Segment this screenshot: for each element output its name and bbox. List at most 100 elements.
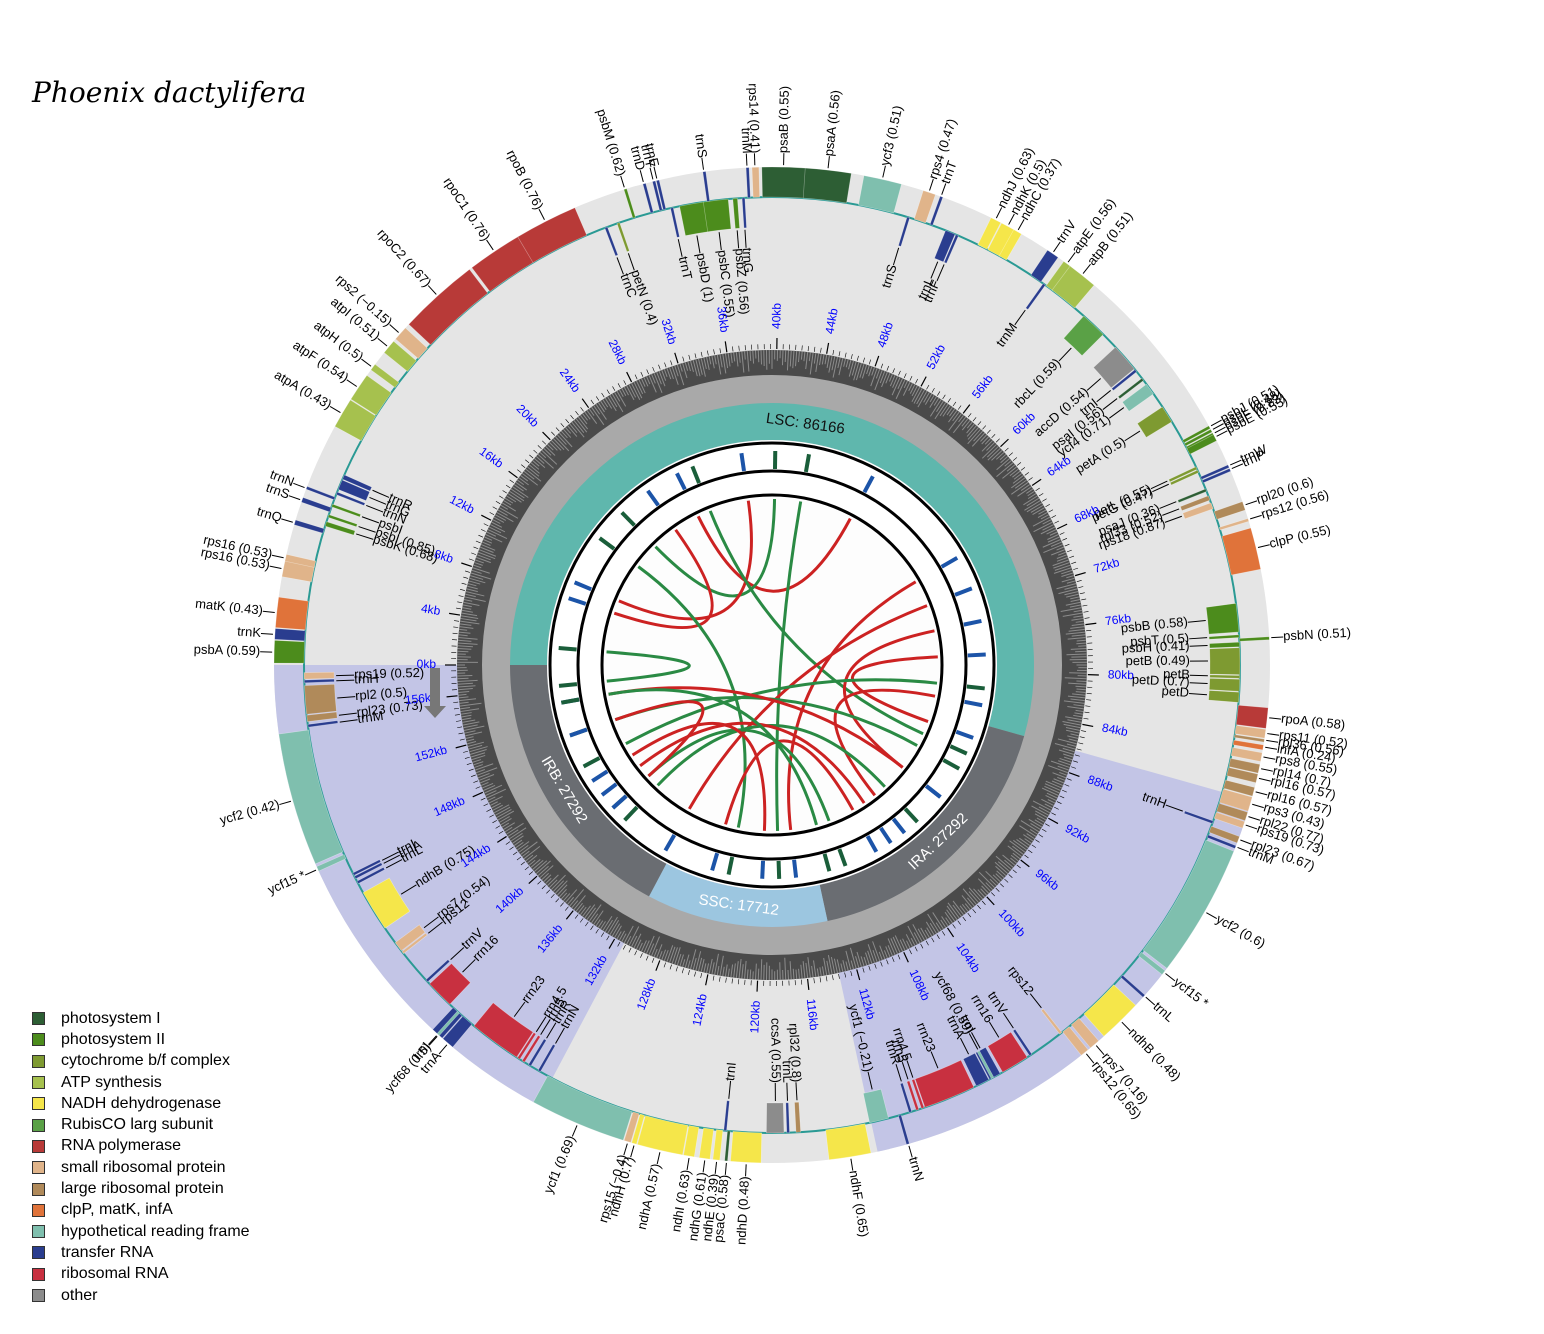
kb-tick	[565, 418, 570, 424]
gene-leader-line	[1086, 378, 1101, 391]
kb-tick	[623, 380, 627, 385]
gc-bar	[498, 507, 519, 519]
gc-bar	[586, 907, 597, 921]
repeat-marker	[776, 860, 782, 879]
gc-bar	[539, 451, 547, 459]
gc-bar	[1004, 460, 1012, 467]
legend-label: NADH dehydrogenase	[61, 1094, 222, 1112]
gc-bar	[927, 913, 940, 933]
gc-bar	[872, 949, 878, 963]
gc-bar	[1045, 795, 1057, 802]
gene-block	[1201, 468, 1232, 484]
gc-bar	[1028, 818, 1043, 828]
gc-bar	[600, 921, 606, 930]
repeat-marker	[925, 784, 942, 799]
kb-tick-label: 120kb	[747, 1000, 762, 1034]
gc-bar	[692, 957, 697, 971]
repeat-marker	[710, 852, 720, 872]
kb-tick	[664, 362, 667, 368]
legend-item: photosystem II	[32, 1029, 250, 1050]
kb-tick	[1012, 457, 1018, 461]
gc-bar	[479, 778, 491, 784]
gc-bar	[520, 475, 529, 482]
gene-leader-line	[1017, 219, 1025, 231]
gene-leader-line	[1267, 733, 1280, 736]
gc-bar	[588, 408, 595, 416]
gc-bar	[1070, 626, 1085, 629]
kb-tick	[550, 893, 555, 898]
gc-bar	[564, 426, 572, 434]
gc-bar	[1042, 538, 1062, 548]
gc-bar	[724, 964, 728, 977]
kb-tick	[608, 938, 616, 949]
gc-bar	[1042, 519, 1052, 525]
gc-bar	[892, 375, 899, 388]
gc-bar	[845, 359, 849, 368]
gc-bar	[469, 749, 487, 755]
legend-item: hypothetical reading frame	[32, 1221, 250, 1242]
gene-leader-line	[906, 1060, 914, 1078]
gc-bar	[855, 362, 862, 381]
kb-tick	[555, 427, 560, 432]
gc-bar	[934, 402, 947, 420]
gc-bar	[515, 841, 524, 849]
kb-tick	[844, 972, 847, 978]
gene-block	[1168, 466, 1198, 483]
gc-bar	[485, 790, 497, 797]
kb-tick	[464, 756, 470, 759]
gc-bar	[621, 387, 627, 396]
kb-tick	[461, 582, 467, 585]
repeat-marker	[591, 769, 609, 783]
gene-label: ccsA (0.55)	[768, 1018, 784, 1083]
gc-bar	[1012, 852, 1021, 860]
gc-bar	[1070, 733, 1080, 737]
gc-bar	[961, 903, 969, 912]
gc-bar	[457, 648, 472, 650]
gc-bar	[560, 892, 568, 900]
kb-tick	[517, 469, 522, 473]
gc-bar	[595, 403, 607, 420]
gc-bar	[923, 391, 930, 403]
repeat-marker	[966, 684, 985, 691]
gc-bar	[575, 418, 588, 433]
gene-leader-line	[361, 358, 372, 367]
kb-tick	[508, 470, 518, 479]
gc-bar	[1061, 569, 1073, 575]
gene-leader-line	[1002, 1012, 1014, 1029]
kb-tick	[920, 943, 924, 949]
gc-bar	[845, 950, 852, 971]
gc-bar	[530, 859, 541, 868]
kb-tick-label: 76kb	[1104, 611, 1132, 628]
gc-bar	[1052, 772, 1067, 779]
gene-leader-line	[540, 1019, 551, 1035]
kb-tick	[454, 620, 460, 622]
gc-bar	[552, 880, 565, 892]
repeat-marker	[560, 697, 580, 705]
gc-bar	[1020, 820, 1040, 833]
kb-tick	[453, 626, 459, 628]
gc-bar	[924, 929, 930, 939]
gc-bar	[700, 357, 706, 377]
kb-tick	[1031, 478, 1042, 487]
gc-bar	[1053, 561, 1071, 569]
kb-tick	[1008, 874, 1013, 878]
repeat-track-ring	[600, 493, 944, 837]
kb-tick	[1056, 801, 1062, 804]
kb-tick	[1051, 515, 1057, 518]
gene-block	[623, 188, 636, 219]
gc-bar	[1070, 599, 1081, 603]
gene-label: ycf1 (0.69)	[540, 1133, 578, 1195]
gc-bar	[458, 690, 470, 693]
gc-bar	[484, 784, 503, 794]
repeat-chord	[833, 688, 936, 797]
kb-tick	[1084, 617, 1090, 619]
gene-block	[1051, 265, 1095, 309]
repeat-marker	[646, 489, 660, 507]
gc-bar	[996, 462, 1014, 478]
gc-bar	[833, 958, 838, 974]
kb-tick	[1059, 532, 1065, 535]
gc-bar	[746, 969, 749, 980]
gc-bar	[461, 717, 472, 721]
kb-tick	[700, 351, 703, 357]
gc-bar	[475, 769, 486, 774]
